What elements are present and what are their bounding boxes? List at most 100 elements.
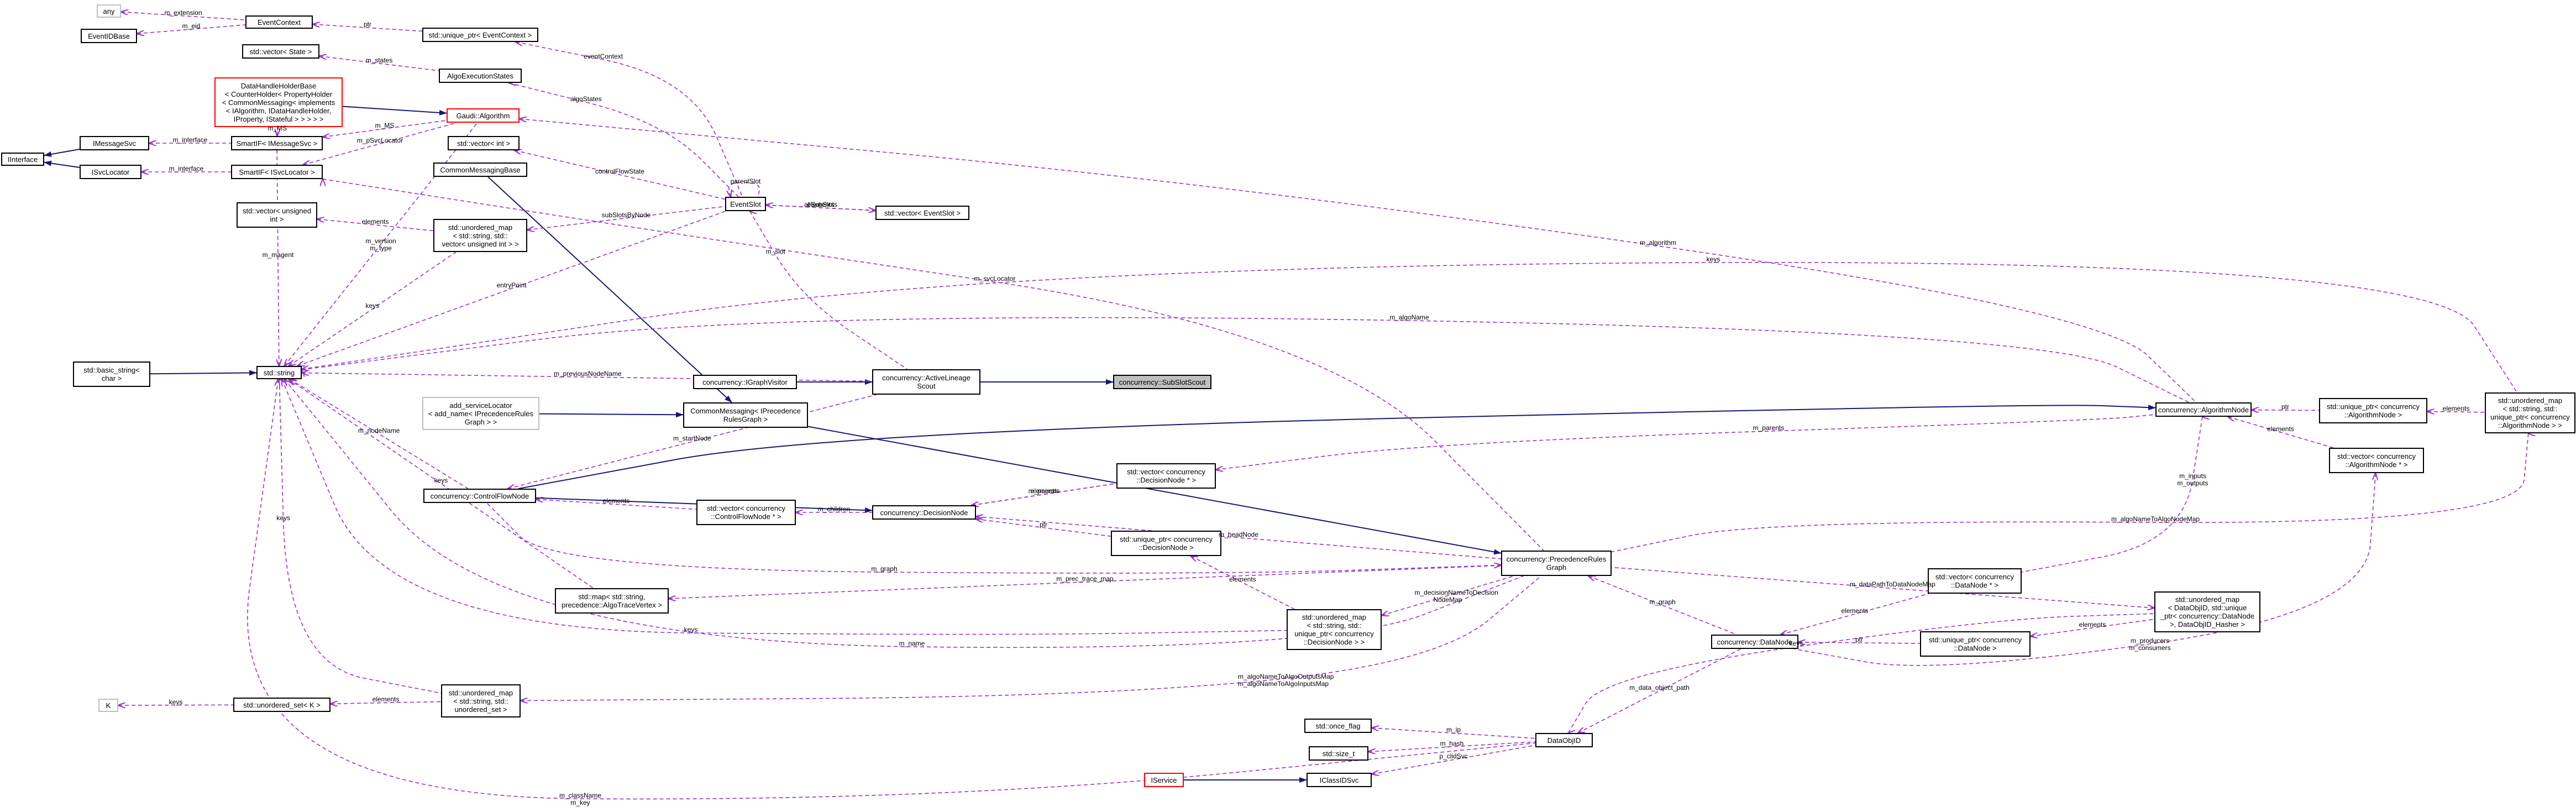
class-node-vec-an[interactable]: std::vector< concurrency ::AlgorithmNode… (2329, 448, 2424, 473)
class-node-uset-k[interactable]: std::unordered_set< K > (233, 698, 330, 712)
member-edge-precedencerulesgraph-to-controlflownode (486, 502, 1501, 574)
class-node-iinterface[interactable]: IInterface (1, 153, 44, 166)
class-node-datahandleholder[interactable]: DataHandleHolderBase < CounterHolder< Pr… (214, 77, 343, 127)
class-node-vec-eventslot[interactable]: std::vector< EventSlot > (875, 206, 969, 220)
member-edge-smartif-msg-to-datahandleholder (277, 127, 278, 136)
edge-label: keys (169, 698, 183, 706)
class-node-size-t[interactable]: std::size_t (1309, 746, 1368, 761)
member-edge-decisionnode-to-uptr-dn (976, 519, 1111, 537)
class-node-vec-dn[interactable]: std::vector< concurrency ::DecisionNode … (1116, 463, 1216, 489)
edge-label: m_algoName (1389, 313, 1429, 321)
member-edge-std-string-to-controlflownode (290, 379, 469, 489)
class-node-activelineage[interactable]: concurrency::ActiveLineage Scout (872, 369, 980, 395)
class-node-precedencerulesgraph[interactable]: concurrency::PrecedenceRules Graph (1501, 551, 1612, 576)
edge-label: m_decisionNameToDecision NodeMap (1414, 588, 1498, 604)
member-edge-std-string-to-precedencerulesgraph (285, 379, 1524, 648)
class-node-vec-int[interactable]: std::vector< int > (448, 136, 520, 150)
member-edge-std-string-to-smartif-msg (277, 150, 279, 366)
class-node-vec-datanode[interactable]: std::vector< concurrency ::DataNode * > (1928, 568, 2022, 594)
inheritance-edge-basic-string-to-std-string (150, 370, 257, 376)
class-node-gaudialgorithm[interactable]: Gaudi::Algorithm (447, 108, 520, 123)
class-node-vec-unsigned[interactable]: std::vector< unsigned int > (237, 202, 317, 228)
member-edge-precedencerulesgraph-to-datanode (1588, 576, 1737, 635)
edge-label: m_prec_trace_map (1056, 574, 1114, 583)
class-node-any[interactable]: any (97, 4, 121, 18)
edge-label: m_hash (1440, 739, 1464, 747)
class-node-dataobjid[interactable]: DataObjID (1535, 733, 1593, 747)
member-edge-algorithmnode-to-uptr-an (2252, 410, 2320, 411)
class-node-igraphvisitor[interactable]: concurrency::IGraphVisitor (693, 375, 797, 389)
edge-label: algoStates (570, 95, 602, 103)
class-node-eventdbase[interactable]: EventIDBase (81, 29, 137, 43)
class-node-umap-string-uset[interactable]: std::unordered_map < std::string, std:: … (441, 684, 521, 717)
class-node-umap-decision[interactable]: std::unordered_map < std::string, std:: … (1287, 609, 1382, 650)
class-node-umap-an[interactable]: std::unordered_map < std::string, std:: … (2485, 392, 2575, 433)
edge-label: elements (2267, 425, 2294, 433)
member-edge-eventslot-to-activelineage (750, 211, 908, 370)
edge-label: elements (1030, 487, 1058, 495)
member-edge-umap-decision-to-precedencerulesgraph (1382, 575, 1514, 615)
class-node-iservice[interactable]: IService (1144, 773, 1184, 787)
member-edge-umap-dataobjid-to-precedencerulesgraph (1611, 567, 2154, 607)
class-node-controlflownode[interactable]: concurrency::ControlFlowNode (423, 489, 536, 503)
class-node-uptr-datanode[interactable]: std::unique_ptr< concurrency ::DataNode … (1920, 631, 2031, 657)
class-node-algoexecstates[interactable]: AlgoExecutionStates (439, 69, 522, 83)
class-node-commonmessagingbase[interactable]: CommonMessagingBase (433, 163, 527, 177)
edge-label: ptr (363, 20, 371, 29)
edge-label: m_interface (169, 165, 204, 172)
inheritance-edge-datahandleholder-to-gaudialgorithm (342, 106, 447, 116)
class-node-uptr-an[interactable]: std::unique_ptr< concurrency ::Algorithm… (2319, 398, 2427, 423)
class-node-uptr-eventcontext[interactable]: std::unique_ptr< EventContext > (422, 28, 538, 42)
edge-label: subSlotsByNode (601, 211, 651, 219)
inheritance-edge-controlflownode-to-algorithmnode (518, 405, 2156, 489)
edge-label: keys (365, 302, 380, 310)
class-node-once-flag[interactable]: std::once_flag (1304, 719, 1372, 733)
member-edge-algorithmnode-to-vec-datanode (2021, 417, 2202, 573)
member-edge-eventdbase-to-eventcontext (137, 24, 246, 34)
edge-label: m_name (899, 640, 925, 647)
class-node-vec-cfn[interactable]: std::vector< concurrency ::ControlFlowNo… (696, 500, 796, 525)
class-node-k[interactable]: K (98, 699, 118, 712)
edge-label: ptr (1855, 635, 1863, 643)
class-node-uptr-dn[interactable]: std::unique_ptr< concurrency ::DecisionN… (1111, 531, 1221, 556)
member-edge-size-t-to-dataobjid (1368, 741, 1536, 752)
class-node-smartif-svc[interactable]: SmartIF< ISvcLocator > (231, 165, 323, 179)
edge-label: elements (1229, 575, 1256, 583)
edge-label: parentSlot (730, 177, 761, 185)
class-node-imessagesvc[interactable]: IMessageSvc (80, 136, 149, 150)
member-edge-decisionnode-to-precedencerulesgraph (976, 517, 1502, 559)
class-node-add-svclocator[interactable]: add_serviceLocator < add_name< IPreceden… (422, 397, 539, 430)
class-node-decisionnode[interactable]: concurrency::DecisionNode (872, 505, 976, 520)
class-node-algorithmnode[interactable]: concurrency::AlgorithmNode (2155, 402, 2252, 417)
class-node-map-algotrace[interactable]: std::map< std::string, precedence::AlgoT… (555, 588, 669, 614)
class-node-basic-string[interactable]: std::basic_string< char > (73, 362, 150, 387)
edge-label: m_headNode (1218, 530, 1259, 538)
member-edge-umap-an-to-precedencerulesgraph (1611, 433, 2528, 553)
edge-label: elements (1841, 607, 1869, 615)
class-node-umap-string-vec[interactable]: std::unordered_map < std::string, std:: … (433, 219, 527, 252)
member-edge-algoexecstates-to-eventslot (509, 83, 739, 197)
edge-label: elements (602, 497, 630, 505)
class-node-umap-dataobjid[interactable]: std::unordered_map < DataObjID, std::uni… (2154, 591, 2260, 632)
edge-label: controlFlowState (595, 167, 645, 176)
class-node-cm-iprecedence[interactable]: CommonMessaging< IPrecedence RulesGraph … (683, 402, 808, 428)
class-node-vec-state[interactable]: std::vector< State > (242, 44, 319, 59)
class-node-subslotscout[interactable]: concurrency::SubSlotScout (1113, 375, 1211, 389)
edge-label: m_parents (1028, 487, 1060, 495)
member-edge-umap-string-vec-to-eventslot (527, 206, 726, 230)
class-node-eventcontext[interactable]: EventContext (245, 15, 313, 29)
edge-label: m_graph (871, 565, 898, 573)
class-node-eventslot[interactable]: EventSlot (725, 197, 766, 211)
edge-label: m_algoNameToAlgoOutputsMap m_algoNameToA… (1238, 673, 1334, 688)
member-edge-std-string-to-umap-string-uset (279, 379, 442, 694)
class-node-iclassidsvc[interactable]: IClassIDSvc (1307, 773, 1372, 787)
class-node-std-string[interactable]: std::string (256, 366, 302, 379)
edge-label: m_version m_type (365, 237, 396, 252)
member-edge-algorithmnode-to-vec-an (2228, 417, 2333, 448)
edge-label: elements (807, 200, 835, 208)
member-edge-any-to-eventcontext (121, 12, 246, 20)
class-node-datanode[interactable]: concurrency::DataNode (1711, 635, 1798, 649)
class-node-isvclocator[interactable]: ISvcLocator (80, 165, 141, 179)
class-node-smartif-msg[interactable]: SmartIF< IMessageSvc > (231, 136, 323, 150)
member-edge-vec-state-to-algoexecstates (319, 56, 439, 71)
